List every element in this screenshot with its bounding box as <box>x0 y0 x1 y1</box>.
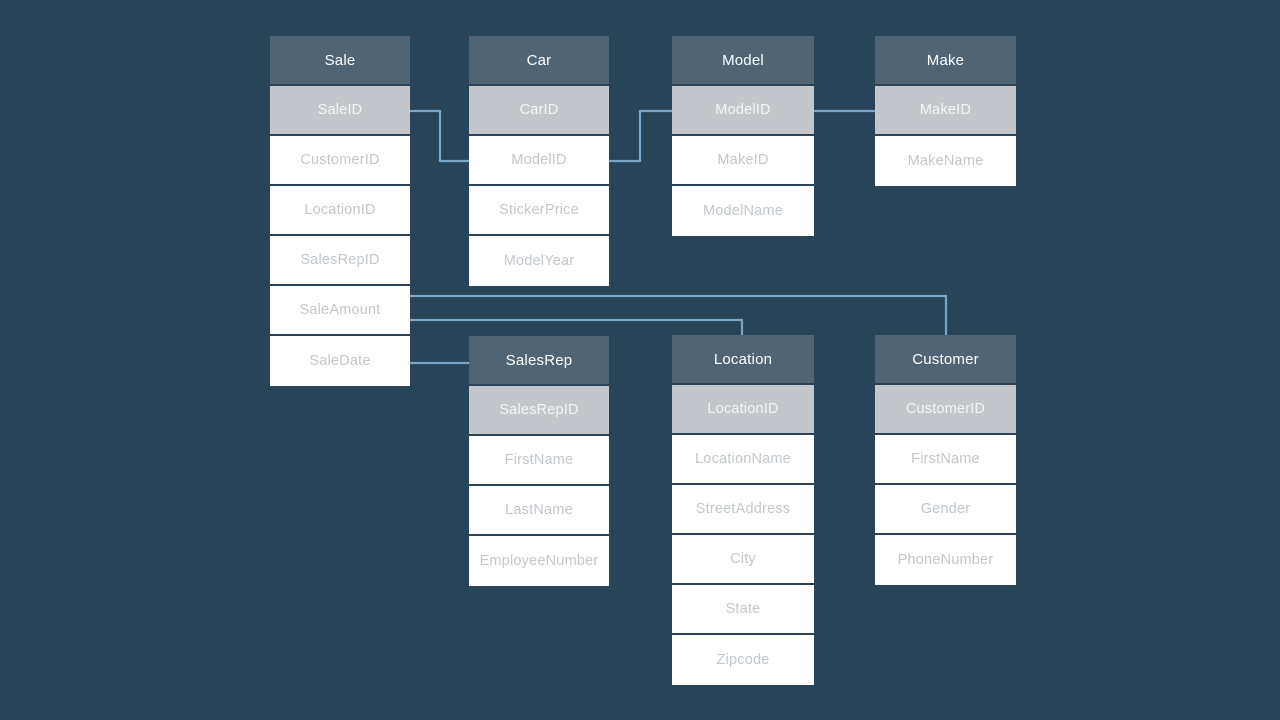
entity-title: SalesRep <box>469 336 609 386</box>
entity-field[interactable]: MakeName <box>875 136 1016 186</box>
entity-field[interactable]: LocationName <box>672 435 814 485</box>
entity-field[interactable]: SaleAmount <box>270 286 410 336</box>
entity-field[interactable]: StickerPrice <box>469 186 609 236</box>
entity-field[interactable]: LastName <box>469 486 609 536</box>
entity-title: Location <box>672 335 814 385</box>
entity-title: Customer <box>875 335 1016 385</box>
entity-field[interactable]: FirstName <box>875 435 1016 485</box>
primary-key-field[interactable]: LocationID <box>672 385 814 435</box>
primary-key-field[interactable]: CustomerID <box>875 385 1016 435</box>
entity-field[interactable]: Zipcode <box>672 635 814 685</box>
relationship-line <box>410 109 469 163</box>
primary-key-field[interactable]: SaleID <box>270 86 410 136</box>
entity-field[interactable]: PhoneNumber <box>875 535 1016 585</box>
entity-field[interactable]: ModelName <box>672 186 814 236</box>
primary-key-field[interactable]: ModelID <box>672 86 814 136</box>
entity-field[interactable]: ModelYear <box>469 236 609 286</box>
primary-key-field[interactable]: SalesRepID <box>469 386 609 436</box>
entity-field[interactable]: LocationID <box>270 186 410 236</box>
entity-field[interactable]: MakeID <box>672 136 814 186</box>
entity-title: Car <box>469 36 609 86</box>
entity-field[interactable]: City <box>672 535 814 585</box>
primary-key-field[interactable]: CarID <box>469 86 609 136</box>
entity-title: Sale <box>270 36 410 86</box>
entity-field[interactable]: SaleDate <box>270 336 410 386</box>
relationship-line <box>609 109 672 163</box>
entity-field[interactable]: ModelID <box>469 136 609 186</box>
entity-field[interactable]: Gender <box>875 485 1016 535</box>
entity-field[interactable]: EmployeeNumber <box>469 536 609 586</box>
entity-field[interactable]: SalesRepID <box>270 236 410 286</box>
entity-field[interactable]: CustomerID <box>270 136 410 186</box>
relationship-line <box>410 294 948 335</box>
entity-field[interactable]: StreetAddress <box>672 485 814 535</box>
entity-title: Model <box>672 36 814 86</box>
entity-field[interactable]: FirstName <box>469 436 609 486</box>
relationship-line <box>410 318 744 335</box>
primary-key-field[interactable]: MakeID <box>875 86 1016 136</box>
entity-field[interactable]: State <box>672 585 814 635</box>
entity-title: Make <box>875 36 1016 86</box>
